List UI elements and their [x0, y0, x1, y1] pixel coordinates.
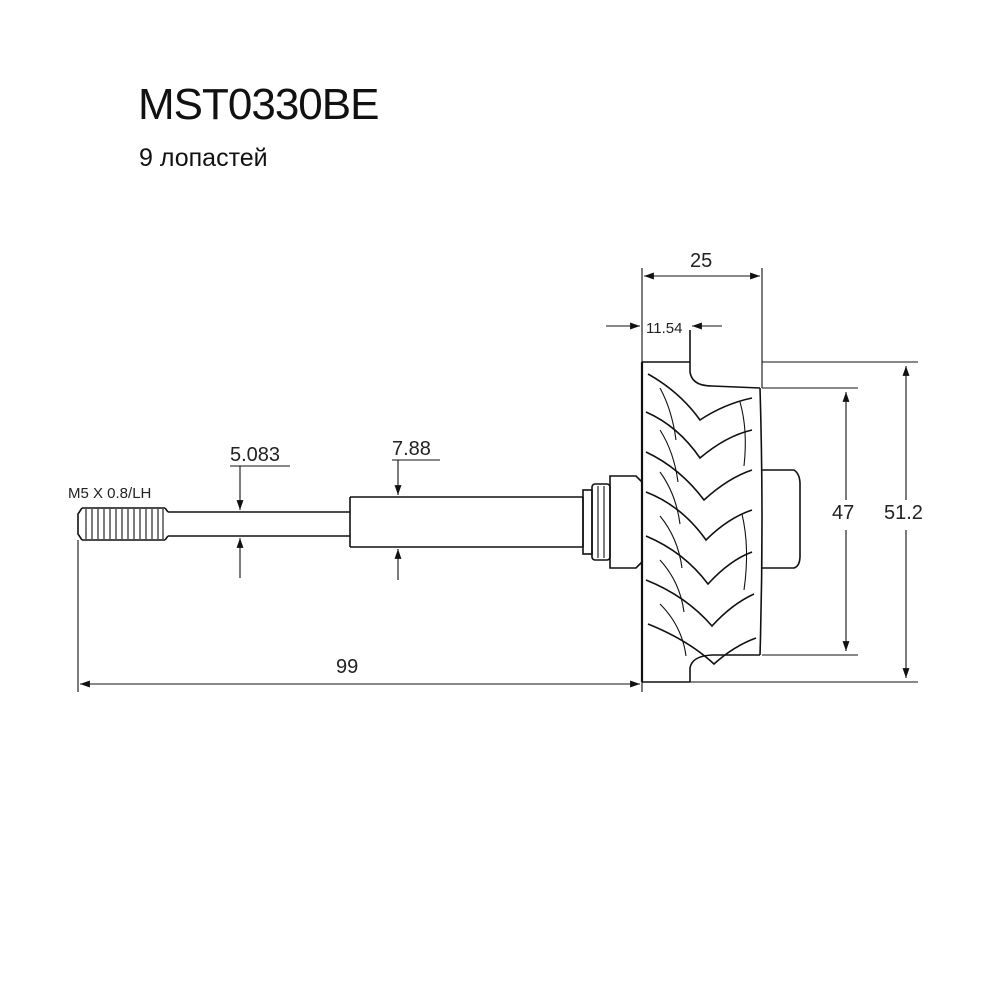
blade-outlines — [645, 373, 757, 666]
dim-total-length-label: 99 — [336, 656, 358, 678]
thread-hatching — [85, 509, 164, 539]
dim-large-shaft-dia-label: 7.88 — [392, 438, 431, 460]
turbine-wheel — [640, 330, 801, 683]
dim-wheel-width-label: 25 — [690, 250, 712, 272]
thread-spec-label: M5 X 0.8/LH — [68, 485, 151, 502]
dim-hub-length-label: 11.54 — [646, 320, 682, 337]
dim-hub-length: 11.54 — [606, 320, 722, 337]
dim-outer-dia: 51.2 — [690, 361, 923, 683]
shaft — [77, 475, 643, 569]
dim-outer-dia-label: 51.2 — [884, 502, 923, 524]
dim-inner-dia: 47 — [762, 387, 858, 656]
part-number-title: MST0330BE — [138, 80, 379, 129]
blade-count-label: 9 лопастей — [139, 144, 268, 172]
dim-large-shaft-dia: 7.88 — [392, 438, 440, 580]
dim-small-shaft-dia: 5.083 — [230, 444, 290, 578]
dim-wheel-width: 25 — [641, 250, 763, 388]
dim-small-shaft-dia-label: 5.083 — [230, 444, 280, 466]
dim-total-length: 99 — [77, 540, 643, 692]
dim-inner-dia-label: 47 — [832, 502, 854, 524]
